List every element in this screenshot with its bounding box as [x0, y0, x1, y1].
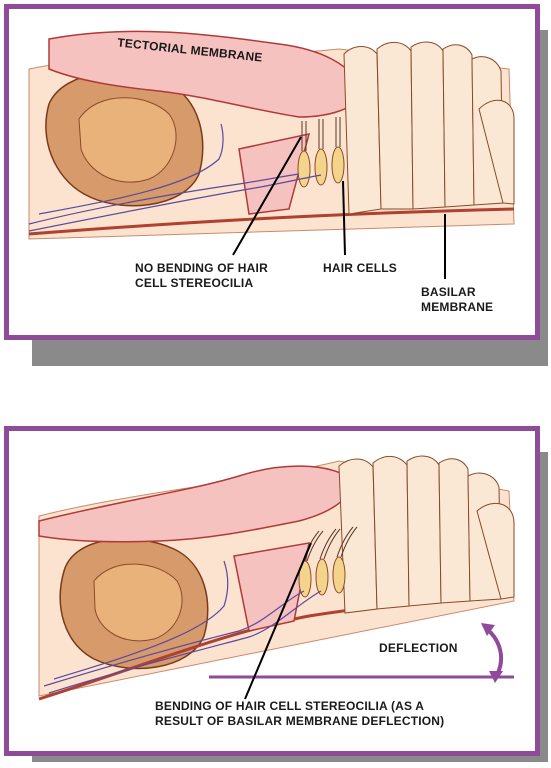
no-bending-label: NO BENDING OF HAIR CELL STEREOCILIA — [135, 261, 268, 290]
deflection-arrowhead-bottom — [489, 671, 503, 683]
deflection-arrow — [485, 627, 504, 676]
bottom-cochlea-illustration — [38, 455, 515, 701]
basilar-membrane-label: BASILAR MEMBRANE — [421, 285, 494, 314]
top-cochlea-illustration — [28, 30, 515, 279]
hair-cells-label: HAIR CELLS — [323, 261, 397, 275]
top-hair-cells — [297, 146, 345, 188]
bottom-hair-cells — [298, 556, 346, 598]
bottom-panel: DEFLECTION BENDING OF HAIR CELL STEREOCI… — [4, 426, 540, 756]
bottom-pillar-cells — [233, 542, 310, 632]
top-no-bending-pointer — [232, 136, 302, 256]
top-stereocilia — [301, 117, 341, 151]
bending-label: BENDING OF HAIR CELL STEREOCILIA (AS A R… — [155, 699, 445, 728]
top-basilar-membrane-line — [28, 207, 515, 236]
deflection-label: DEFLECTION — [379, 641, 458, 655]
top-nerve-fibers — [28, 123, 322, 232]
top-panel: TECTORIAL MEMBRANE NO BENDING OF HAIR CE… — [4, 4, 540, 340]
top-supporting-cells — [343, 41, 515, 215]
bottom-nerve-fibers — [43, 560, 322, 694]
bottom-bending-pointer — [244, 542, 312, 700]
bottom-supporting-cells — [338, 455, 515, 614]
top-limbus-inner — [78, 97, 177, 183]
top-hair-cells-pointer — [342, 180, 346, 256]
deflection-arrowhead-top — [481, 623, 495, 636]
bottom-limbus-inner — [93, 563, 183, 642]
